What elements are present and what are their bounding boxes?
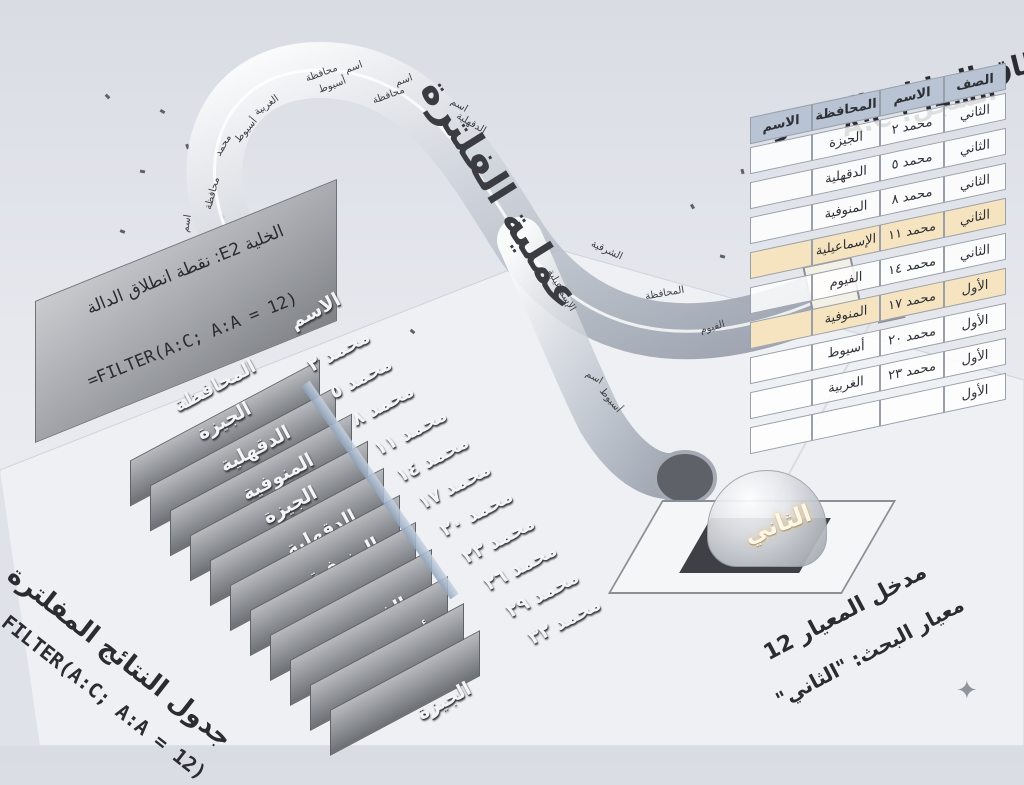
grid-cell-row: الأول xyxy=(944,267,1006,308)
grid-cell-governorate: المنوفية xyxy=(812,294,880,337)
grid-cell-row: الأول xyxy=(944,302,1006,343)
filter-diagram-scene: اسم محافظة اسم أسيوط محافظة الغربية أسيو… xyxy=(0,40,1024,785)
grid-cell-row: الثاني xyxy=(944,197,1006,238)
glass-dome xyxy=(707,470,827,567)
grid-cell-name: محمد ١١ xyxy=(880,210,944,252)
grid-cell-faded xyxy=(750,309,812,350)
grid-cell-row: الثاني xyxy=(944,162,1006,203)
grid-cell-faded xyxy=(750,414,812,455)
grid-cell-name: محمد ١٧ xyxy=(880,280,944,322)
grid-cell-row: الأول xyxy=(944,372,1006,413)
grid-cell-governorate: الإسماعيلية xyxy=(812,224,880,267)
grid-cell-faded xyxy=(750,239,812,280)
grid-cell-name: محمد ٨ xyxy=(880,175,944,217)
grid-cell-row: الأول xyxy=(944,337,1006,378)
grid-cell-row: الثاني xyxy=(944,232,1006,273)
grid-cell-governorate: أسيوط xyxy=(812,329,880,372)
grid-cell-name: محمد ١٤ xyxy=(880,245,944,287)
tube-highlight xyxy=(213,68,821,333)
grid-cell-governorate: الغربية xyxy=(812,364,880,407)
criteria-dome: الثاني xyxy=(607,470,897,610)
grid-cell-name xyxy=(880,385,944,427)
grid-cell-name: محمد ٢٣ xyxy=(880,350,944,392)
grid-cell-row: الثاني xyxy=(944,127,1006,168)
grid-cell-name: محمد ٢٠ xyxy=(880,315,944,357)
grid-cell-name: محمد ٥ xyxy=(880,140,944,182)
grid-cell-faded xyxy=(750,344,812,385)
grid-cell-governorate: الدقهلية xyxy=(812,154,880,197)
grid-cell-faded xyxy=(750,379,812,420)
grid-cell-governorate: الفيوم xyxy=(812,259,880,302)
grid-cell-faded xyxy=(750,169,812,210)
grid-cell-governorate: المنوفية xyxy=(812,189,880,232)
sparkle-icon: ✦ xyxy=(956,676,978,706)
grid-cell-faded xyxy=(750,274,812,315)
grid-cell-faded xyxy=(750,204,812,245)
grid-cell-governorate xyxy=(812,399,880,442)
